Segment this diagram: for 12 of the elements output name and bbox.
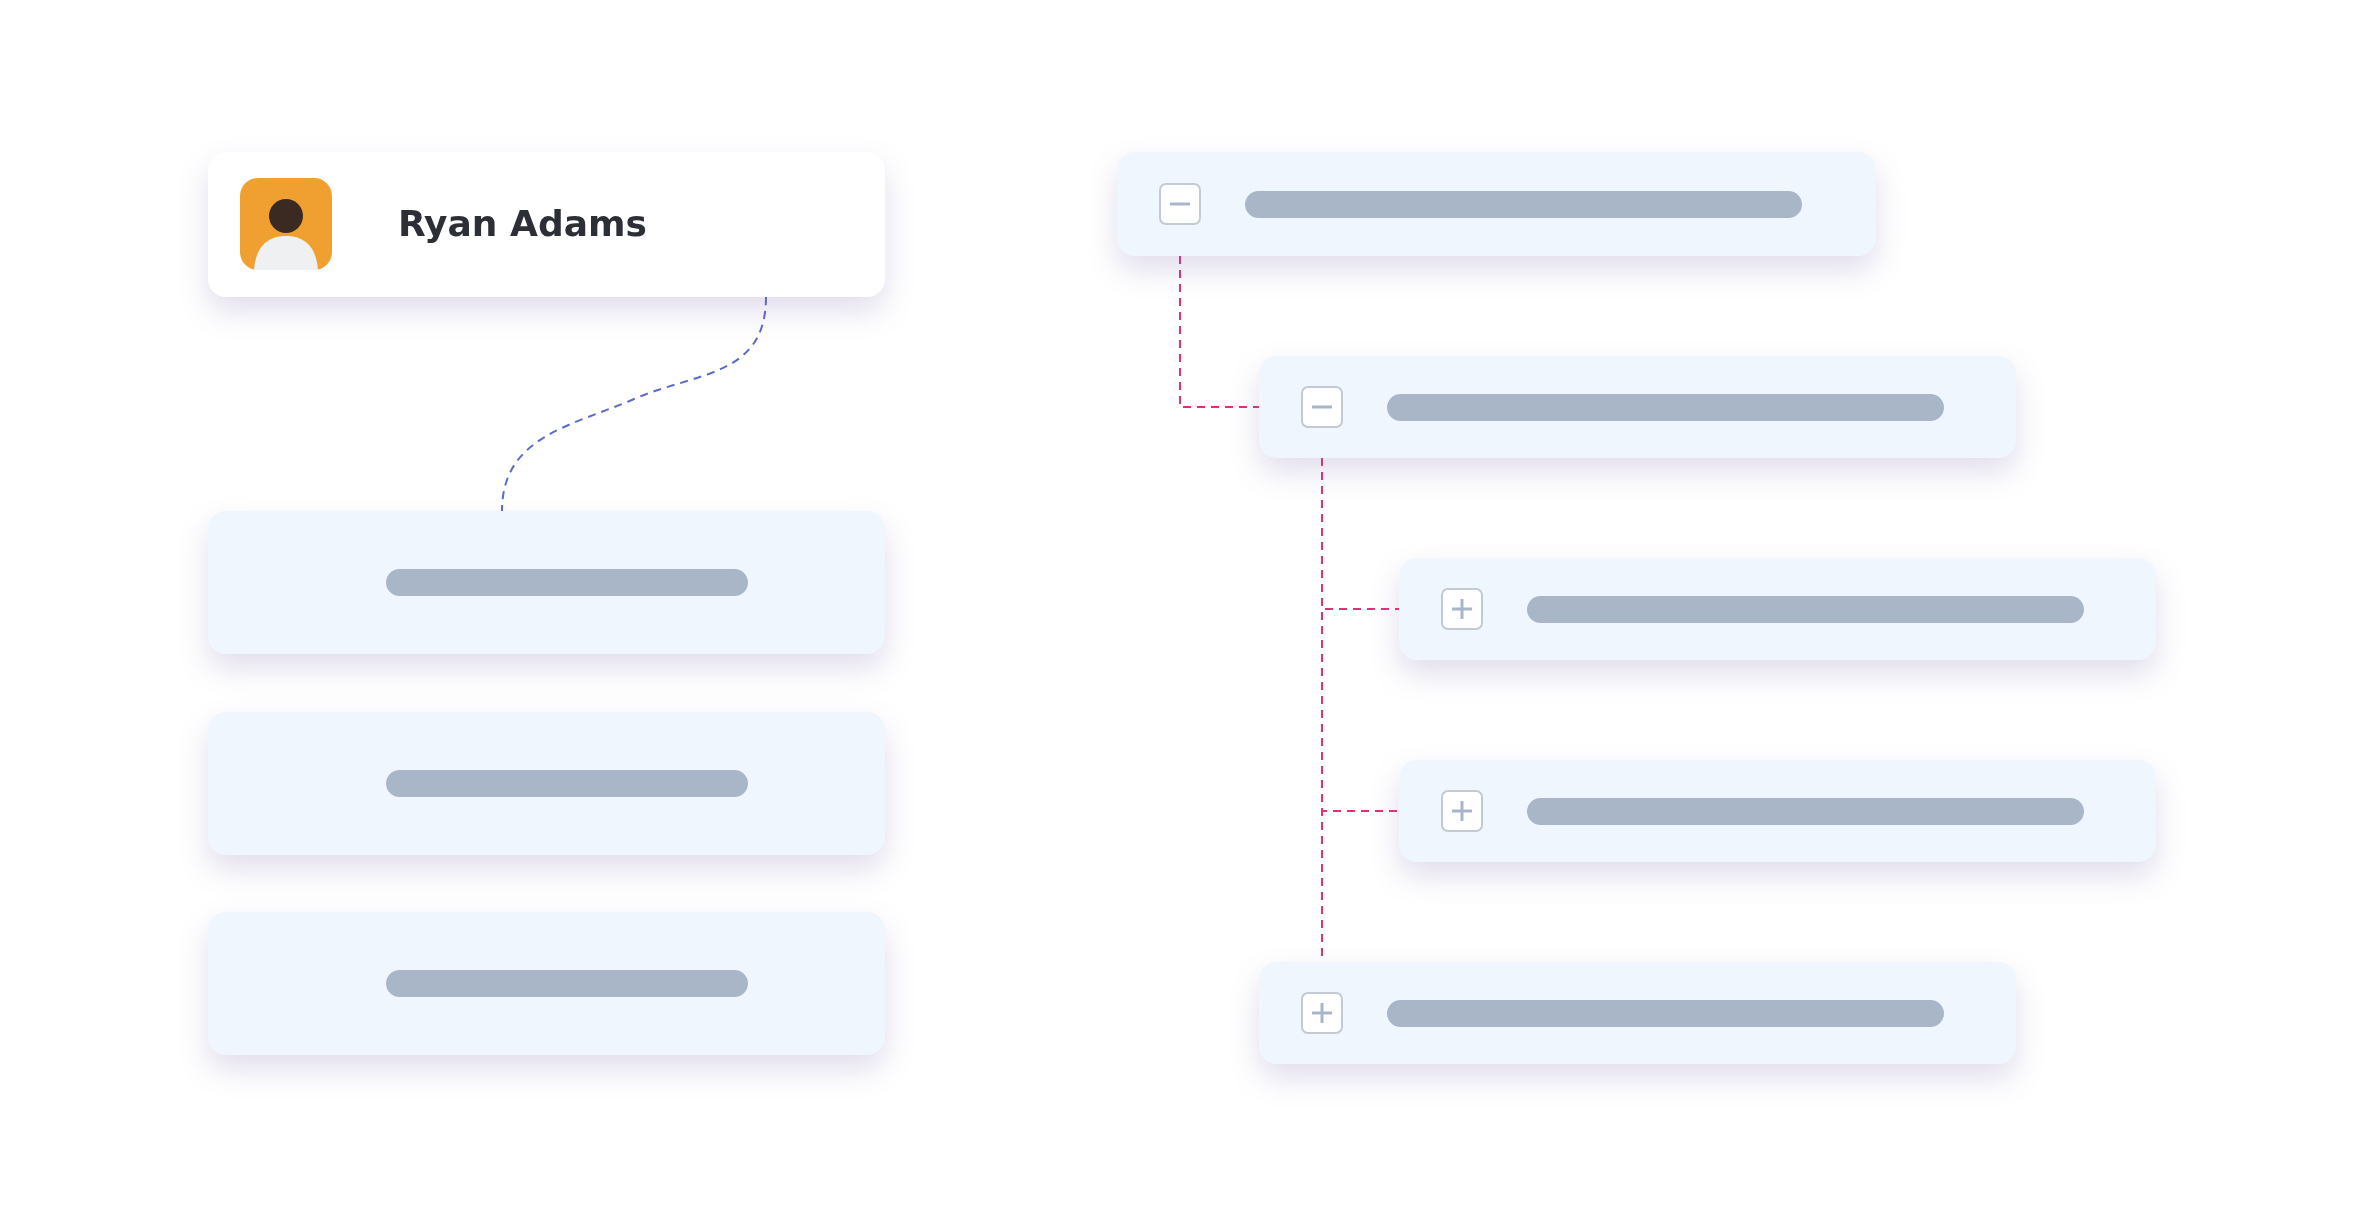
tree-item-card [1259, 962, 2016, 1064]
list-item-card [208, 511, 885, 654]
tree-item-card [1399, 760, 2156, 862]
profile-card [208, 152, 885, 297]
connector-line [1179, 255, 1260, 408]
person-name: Ryan Adams [398, 202, 647, 244]
tree-item-card [1259, 356, 2016, 458]
connector-line [501, 296, 767, 512]
tree-item-card [1399, 558, 2156, 660]
list-item-card [208, 712, 885, 855]
list-item-card [208, 912, 885, 1055]
tree-item-card [1117, 152, 1876, 256]
